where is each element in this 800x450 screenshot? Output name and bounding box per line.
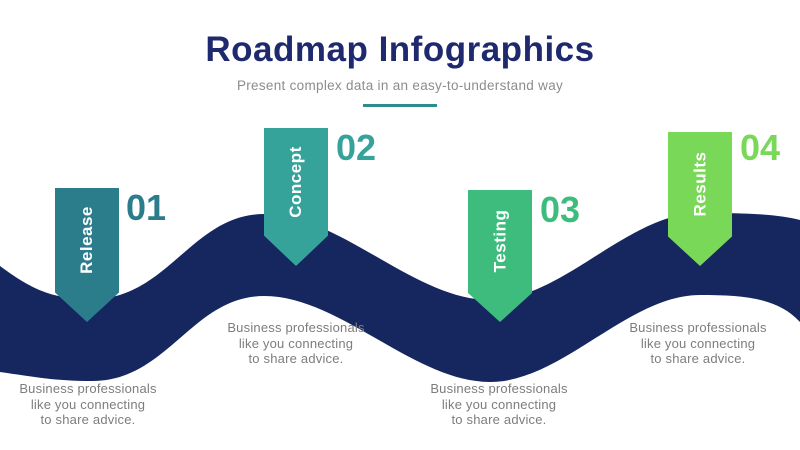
milestone-number-04: 04: [740, 127, 781, 168]
milestone-label-release: Release: [77, 206, 96, 274]
milestone-description-testing: Business professionals like you connecti…: [430, 381, 568, 427]
wave-ribbon-path: [0, 213, 800, 382]
milestone-arrow-results: Results: [668, 132, 732, 266]
milestone-number-01: 01: [126, 187, 167, 228]
milestone-arrow-release: Release: [55, 188, 119, 322]
milestone-description-concept: Business professionals like you connecti…: [227, 320, 365, 366]
milestone-label-results: Results: [690, 151, 710, 217]
page-title: Roadmap Infographics: [205, 30, 595, 69]
milestone-arrow-testing: Testing: [468, 190, 532, 322]
milestone-description-release: Business professionals like you connecti…: [19, 381, 157, 427]
milestone-number-03: 03: [540, 189, 581, 230]
milestone-label-concept: Concept: [286, 146, 305, 218]
milestone-label-testing: Testing: [490, 209, 509, 273]
milestone-number-02: 02: [336, 127, 377, 168]
page-subtitle: Present complex data in an easy-to-under…: [236, 78, 564, 93]
accent-underline: [363, 104, 437, 107]
milestone-description-results: Business professionals like you connecti…: [629, 320, 767, 366]
header: Roadmap Infographics Present complex dat…: [0, 0, 800, 107]
milestone-arrow-concept: Concept: [264, 128, 328, 266]
